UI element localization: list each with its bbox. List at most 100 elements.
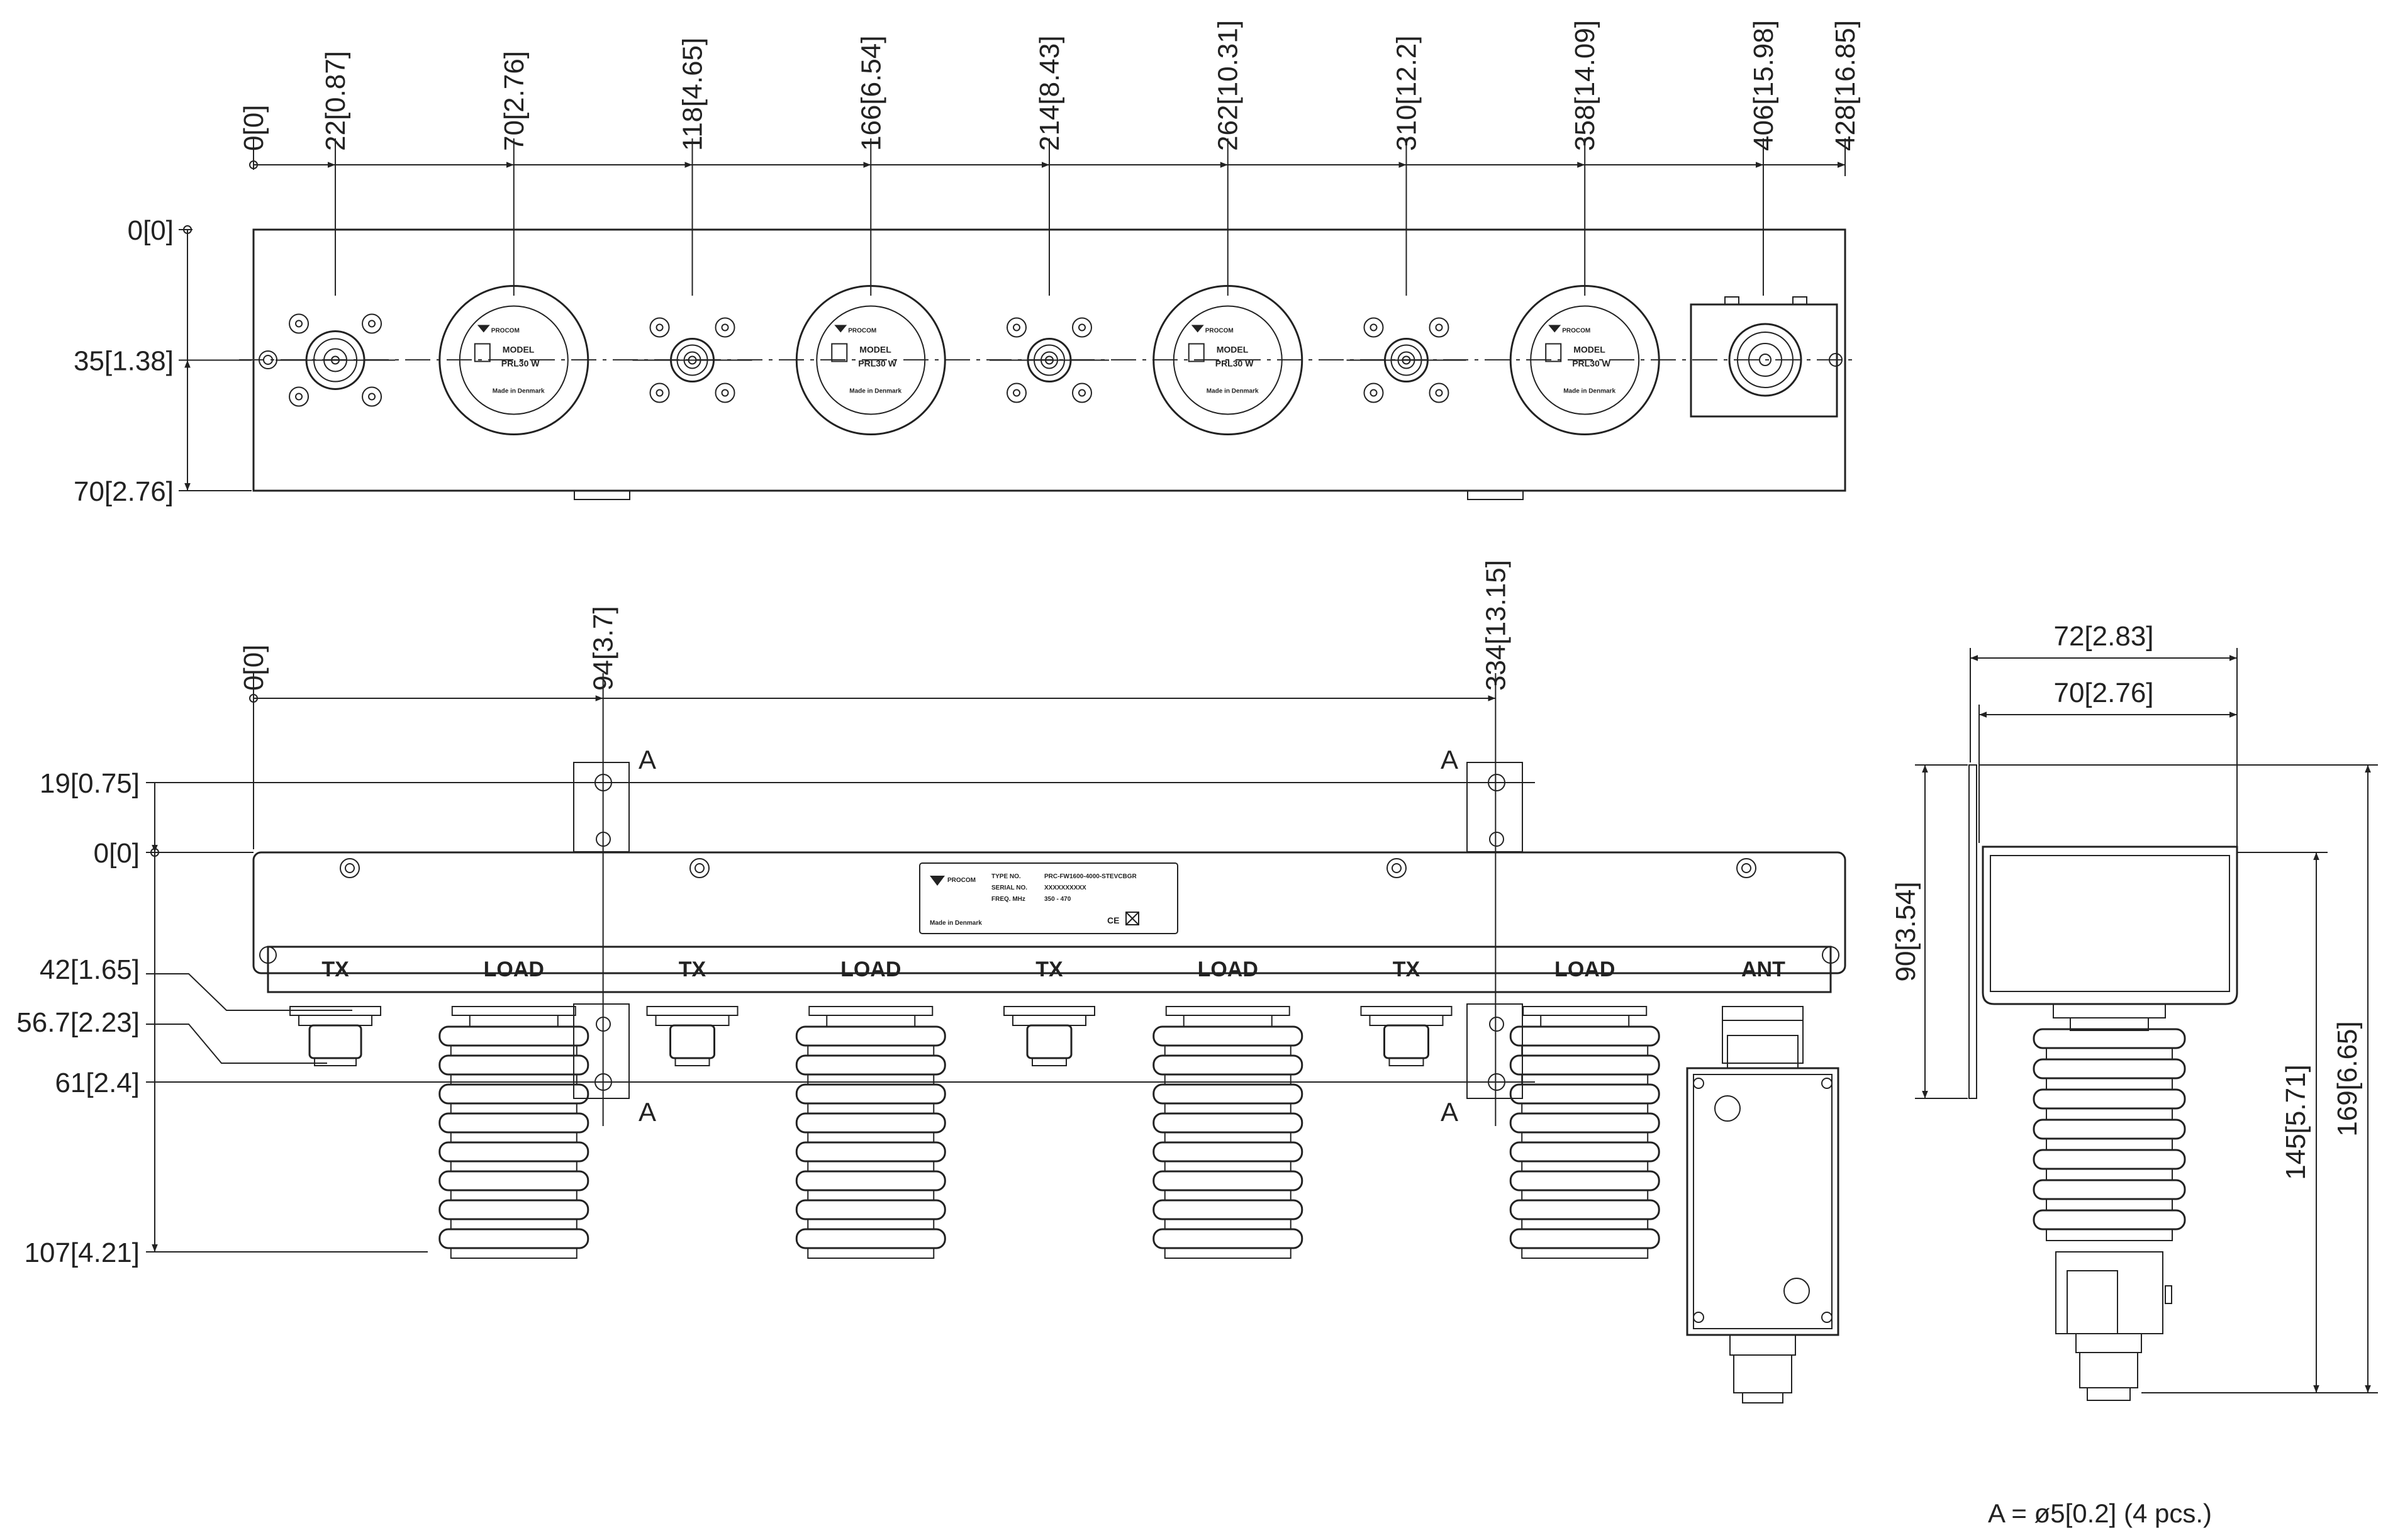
port-label: TX (1393, 957, 1420, 981)
svg-text:PROCOM: PROCOM (491, 328, 520, 335)
dim-label: 70[2.76] (74, 476, 174, 507)
tx-connector (1360, 1006, 1453, 1066)
hole-note: A = ø5[0.2] (4 pcs.) (1988, 1498, 2212, 1528)
svg-text:MODEL: MODEL (1217, 345, 1249, 355)
mount-bracket-left (573, 762, 630, 852)
dim-label: 94[3.7] (588, 606, 619, 691)
hole-marker-a: A (1441, 1097, 1458, 1127)
svg-text:PROCOM: PROCOM (848, 328, 876, 335)
dim-label: 334[13.15] (1480, 560, 1511, 691)
svg-text:TYPE NO.: TYPE NO. (991, 873, 1021, 880)
svg-text:MODEL: MODEL (859, 345, 891, 355)
svg-text:350 - 470: 350 - 470 (1044, 896, 1071, 903)
tx-connector-top (276, 313, 396, 407)
svg-text:XXXXXXXXXX: XXXXXXXXXX (1044, 884, 1086, 891)
svg-text:SERIAL NO.: SERIAL NO. (991, 884, 1027, 891)
svg-text:PROCOM: PROCOM (947, 877, 976, 884)
dim-label: 90[3.54] (1890, 881, 1921, 981)
dim-label: 262[10.31] (1213, 20, 1244, 151)
hole-marker-a: A (639, 1097, 656, 1127)
mount-bracket-left-lower (573, 1003, 630, 1099)
tx-connector (646, 1006, 739, 1066)
side-view: 72[2.83] 70[2.76] 90[3.54] 145[5.71] 169[6.6… (1890, 621, 2378, 1401)
front-dimensions: 0[0] 94[3.7] 334[13.15] 19[0.75] 0[0] 42[1.65… (16, 560, 1535, 1268)
side-housing (1982, 845, 2238, 1005)
ant-connector-outer (1728, 323, 1802, 397)
dim-label: 166[6.54] (856, 36, 886, 152)
dim-label: 70[2.76] (499, 51, 530, 151)
tx-connector (1003, 1006, 1095, 1066)
port-label: LOAD (840, 957, 901, 981)
load-heatsink (438, 1006, 589, 1259)
port-label: LOAD (1198, 957, 1258, 981)
svg-text:MODEL: MODEL (1573, 345, 1605, 355)
side-surge-body (2055, 1251, 2163, 1334)
port-label: LOAD (1554, 957, 1615, 981)
housing-screw (1736, 858, 1756, 878)
top-dimensions: 0[0] 22[0.87] 70[2.76] 118[4.65] 166[6.54] 21… (74, 20, 1861, 507)
tx-connector-top (990, 317, 1109, 403)
svg-text:PRL30 W: PRL30 W (1215, 359, 1254, 369)
svg-text:Made in Denmark: Made in Denmark (849, 388, 901, 395)
dim-label: 406[15.98] (1748, 20, 1779, 151)
front-housing (252, 851, 1846, 974)
top-connectors: PROCOM MODEL PRL30 W Made in Denmark PROCOM M… (276, 285, 1660, 435)
svg-text:PROCOM: PROCOM (1205, 328, 1234, 335)
dim-label: 169[6.65] (2332, 1021, 2363, 1137)
svg-text:Made in Denmark: Made in Denmark (1563, 388, 1615, 395)
dim-label: 42[1.65] (40, 954, 140, 985)
dim-label: 358[14.09] (1570, 20, 1600, 151)
dim-label: 72[2.83] (2053, 621, 2153, 652)
port-label: TX (1035, 957, 1063, 981)
weee-bin-icon (1125, 912, 1139, 925)
port-label: TX (321, 957, 349, 981)
dim-label: 214[8.43] (1034, 36, 1065, 152)
dim-label: 19[0.75] (40, 768, 140, 799)
housing-screw (689, 858, 710, 878)
top-mount-foot-right (1467, 490, 1524, 500)
nameplate: PROCOM TYPE NO. PRC-FW1600-4000-STEVCBGR… (919, 862, 1178, 934)
tx-connector-top (1346, 317, 1466, 403)
dim-label: 0[0] (94, 838, 140, 869)
dim-label: 0[0] (238, 645, 269, 691)
svg-text:Made in Denmark: Made in Denmark (930, 920, 982, 927)
dim-label: 310[12.2] (1391, 36, 1422, 152)
dim-label: 70[2.76] (2053, 678, 2153, 708)
mount-bracket-right (1466, 762, 1523, 852)
svg-text:PROCOM: PROCOM (1562, 328, 1590, 335)
top-mount-foot-left (574, 490, 630, 500)
dim-label: 118[4.65] (678, 38, 708, 151)
housing-screw (259, 946, 277, 964)
side-dimensions: 72[2.83] 70[2.76] 90[3.54] 145[5.71] 169[6.6… (1890, 621, 2378, 1393)
svg-text:PRL30 W: PRL30 W (501, 359, 540, 369)
housing-screw (1822, 946, 1839, 964)
load-heatsink (1152, 1006, 1303, 1259)
svg-text:FREQ. MHz: FREQ. MHz (991, 896, 1025, 903)
dim-label: 428[16.85] (1830, 20, 1861, 151)
dim-label: 61[2.4] (55, 1068, 140, 1098)
top-end-screw-right (1829, 353, 1843, 367)
dim-label: 145[5.71] (2280, 1064, 2311, 1180)
ant-surge-box (1686, 1006, 1839, 1403)
dim-label: 22[0.87] (320, 51, 351, 151)
surge-protector-body (1686, 1067, 1839, 1336)
svg-text:PRC-FW1600-4000-STEVCBGR: PRC-FW1600-4000-STEVCBGR (1044, 873, 1137, 880)
svg-text:Made in Denmark: Made in Denmark (493, 388, 545, 395)
svg-text:MODEL: MODEL (503, 345, 535, 355)
port-label: TX (679, 957, 706, 981)
housing-screw (1386, 858, 1407, 878)
front-view: A A A A PROCOM TYPE NO. PRC-FW1600-4000-… (16, 560, 1846, 1403)
load-heatsink (1509, 1006, 1660, 1259)
dim-label: 0[0] (238, 105, 269, 151)
svg-text:Made in Denmark: Made in Denmark (1207, 388, 1259, 395)
port-label: ANT (1741, 957, 1785, 981)
dim-label: 35[1.38] (74, 346, 174, 377)
load-badge-top: PROCOM MODEL PRL30 W Made in Denmark (1152, 285, 1303, 435)
dim-label: 56.7[2.23] (16, 1007, 140, 1038)
dim-label: 107[4.21] (25, 1237, 140, 1268)
port-label-strip (267, 946, 1832, 993)
tx-connector (289, 1006, 382, 1066)
top-view: PROCOM MODEL PRL30 W Made in Denmark PROCOM M… (74, 20, 1861, 507)
